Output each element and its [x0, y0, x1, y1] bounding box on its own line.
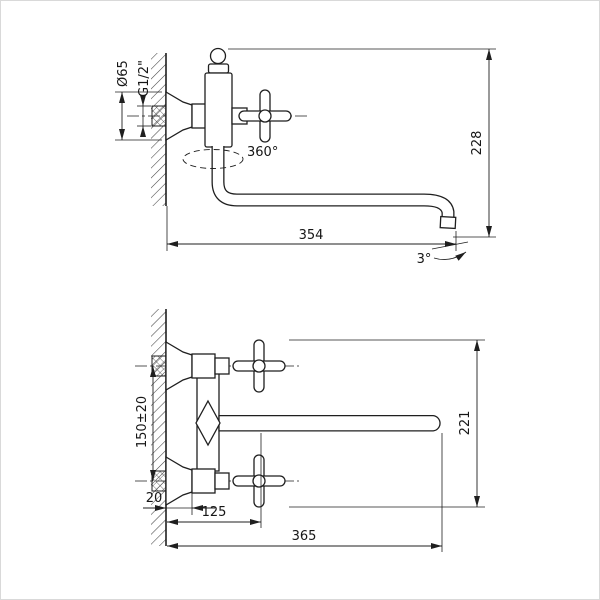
dim-spout-drop-offset: 125 [167, 433, 262, 528]
upper-escutcheon [165, 340, 193, 392]
upper-valve [151, 339, 286, 393]
vertical-body [204, 72, 233, 148]
lower-handle-stem [214, 472, 230, 490]
spout-front [218, 414, 441, 432]
dim-inlet-centers: 150±20 [135, 366, 156, 481]
upper-wall-thread [151, 355, 167, 377]
dim-wall-offset: 20 [143, 491, 215, 515]
dim-label-spout-drop-offset: 125 [202, 505, 227, 520]
wall [151, 53, 167, 206]
swivel-ellipse [182, 149, 244, 169]
faucet-body-side [151, 47, 233, 148]
upper-handle-stem [214, 357, 230, 375]
dim-label-front-height: 221 [458, 411, 473, 436]
lower-wall-thread [151, 470, 167, 492]
dim-label-thread-size: G1/2" [137, 60, 152, 97]
upper-valve-body [191, 353, 216, 379]
top-ring [209, 47, 227, 65]
dim-thread-size: G1/2" [137, 60, 152, 137]
dim-label-overall-reach: 365 [292, 529, 317, 544]
dim-label-wall-offset: 20 [146, 491, 163, 506]
wall-thread [151, 105, 167, 127]
dim-front-height: 221 [289, 339, 485, 508]
dim-label-spout-reach: 354 [299, 228, 324, 243]
dim-swivel: 360° [247, 145, 278, 160]
front-view: 150±20 20 125 365 221 [135, 309, 485, 552]
lower-escutcheon [165, 455, 193, 507]
upper-handle-hub [252, 359, 266, 373]
dim-label-side-height: 228 [470, 131, 485, 156]
spout-outlet [439, 215, 457, 230]
side-view: Ø65 G1/2" 360° 354 228 3° [115, 47, 496, 267]
diverter-knob [195, 399, 221, 447]
dim-spout-reach: 354 [166, 206, 457, 251]
dim-outlet-angle: 3° [417, 241, 469, 267]
dim-label-inlet-centers: 150±20 [135, 396, 150, 448]
dim-flange-diameter: Ø65 [115, 60, 162, 141]
handle-hub [258, 109, 272, 123]
dim-label-swivel: 360° [247, 145, 278, 160]
spout-side [211, 146, 457, 230]
cross-handle-side [231, 89, 292, 143]
dim-overall-reach: 365 [167, 433, 443, 552]
body-cap [207, 63, 230, 74]
dim-label-outlet-angle: 3° [417, 252, 432, 267]
dim-label-flange-diameter: Ø65 [116, 60, 131, 87]
wall-hatching [151, 53, 166, 206]
lower-valve [151, 454, 286, 508]
escutcheon [165, 90, 193, 142]
dim-side-height: 228 [228, 48, 496, 238]
valve-connector [191, 103, 207, 129]
lower-valve-body [191, 468, 216, 494]
lower-handle-hub [252, 474, 266, 488]
